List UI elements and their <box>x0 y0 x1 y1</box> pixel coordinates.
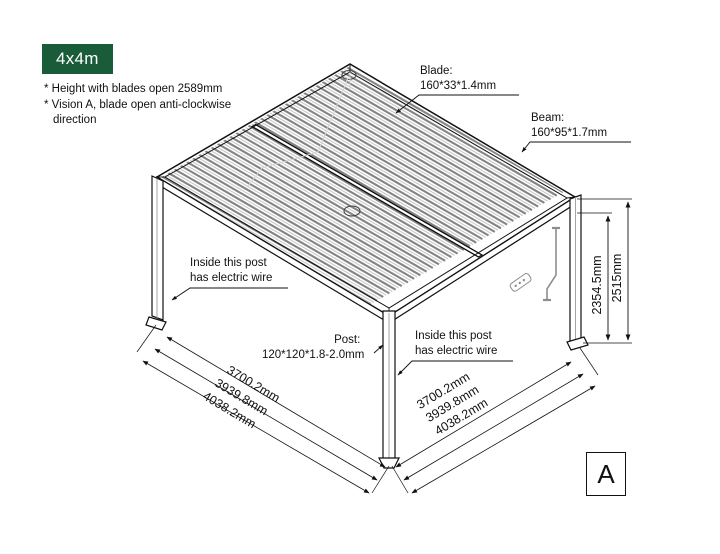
size-badge: 4x4m <box>42 44 113 74</box>
post-front <box>378 310 400 469</box>
leader-beam <box>521 141 631 153</box>
notes-block: * Height with blades open 2589mm * Visio… <box>44 82 294 129</box>
crank-handle-icon <box>543 226 560 302</box>
center-beam <box>250 123 484 258</box>
note-line-1: * Height with blades open 2589mm <box>44 83 223 95</box>
view-marker-a: A <box>586 452 626 496</box>
post-label-spec: 120*120*1.8-2.0mm <box>262 348 365 361</box>
leader-blade <box>395 94 519 114</box>
beam-label-title: Beam: <box>531 112 565 124</box>
plan-dimensions-left <box>136 324 390 494</box>
wire-label-right-line1: Inside this post <box>415 330 492 342</box>
post-label-title: Post: <box>334 334 361 346</box>
wire-label-left: Inside this post has electric wire <box>190 256 272 285</box>
accessories <box>509 226 560 302</box>
blade-label-title: Blade: <box>420 65 453 77</box>
dim-height-inner: 2354.5mm <box>590 255 604 315</box>
roof-guide-lines <box>247 77 349 187</box>
leader-wire-left <box>171 287 288 301</box>
leader-post <box>373 344 384 354</box>
louvre-blades <box>160 66 573 309</box>
post-right-base <box>566 336 589 351</box>
post-left-base <box>145 316 167 331</box>
wire-label-right: Inside this post has electric wire <box>415 329 497 358</box>
post-label: Post: 120*120*1.8-2.0mm <box>262 333 364 362</box>
leader-wire-right <box>397 360 513 376</box>
posts <box>145 72 589 469</box>
dim-height-outer: 2515mm <box>610 253 624 303</box>
post-right <box>566 194 589 351</box>
plan-dimensions-right <box>391 347 599 494</box>
remote-control-icon <box>509 273 532 292</box>
roof-fitting-icon <box>341 69 361 217</box>
blade-label-spec: 160*33*1.4mm <box>420 79 497 92</box>
blade-label: Blade: 160*33*1.4mm <box>420 64 496 93</box>
wire-label-right-line2: has electric wire <box>415 344 498 357</box>
wire-label-left-line2: has electric wire <box>190 271 273 284</box>
beam-label-spec: 160*95*1.7mm <box>531 126 608 139</box>
beam-label: Beam: 160*95*1.7mm <box>531 111 607 140</box>
note-line-2: * Vision A, blade open anti-clockwise <box>44 98 232 111</box>
note-line-3: direction <box>53 114 97 126</box>
roof-assembly <box>155 63 577 325</box>
wire-label-left-line1: Inside this post <box>190 257 267 269</box>
post-left <box>145 175 167 331</box>
height-dimensions <box>577 198 632 344</box>
